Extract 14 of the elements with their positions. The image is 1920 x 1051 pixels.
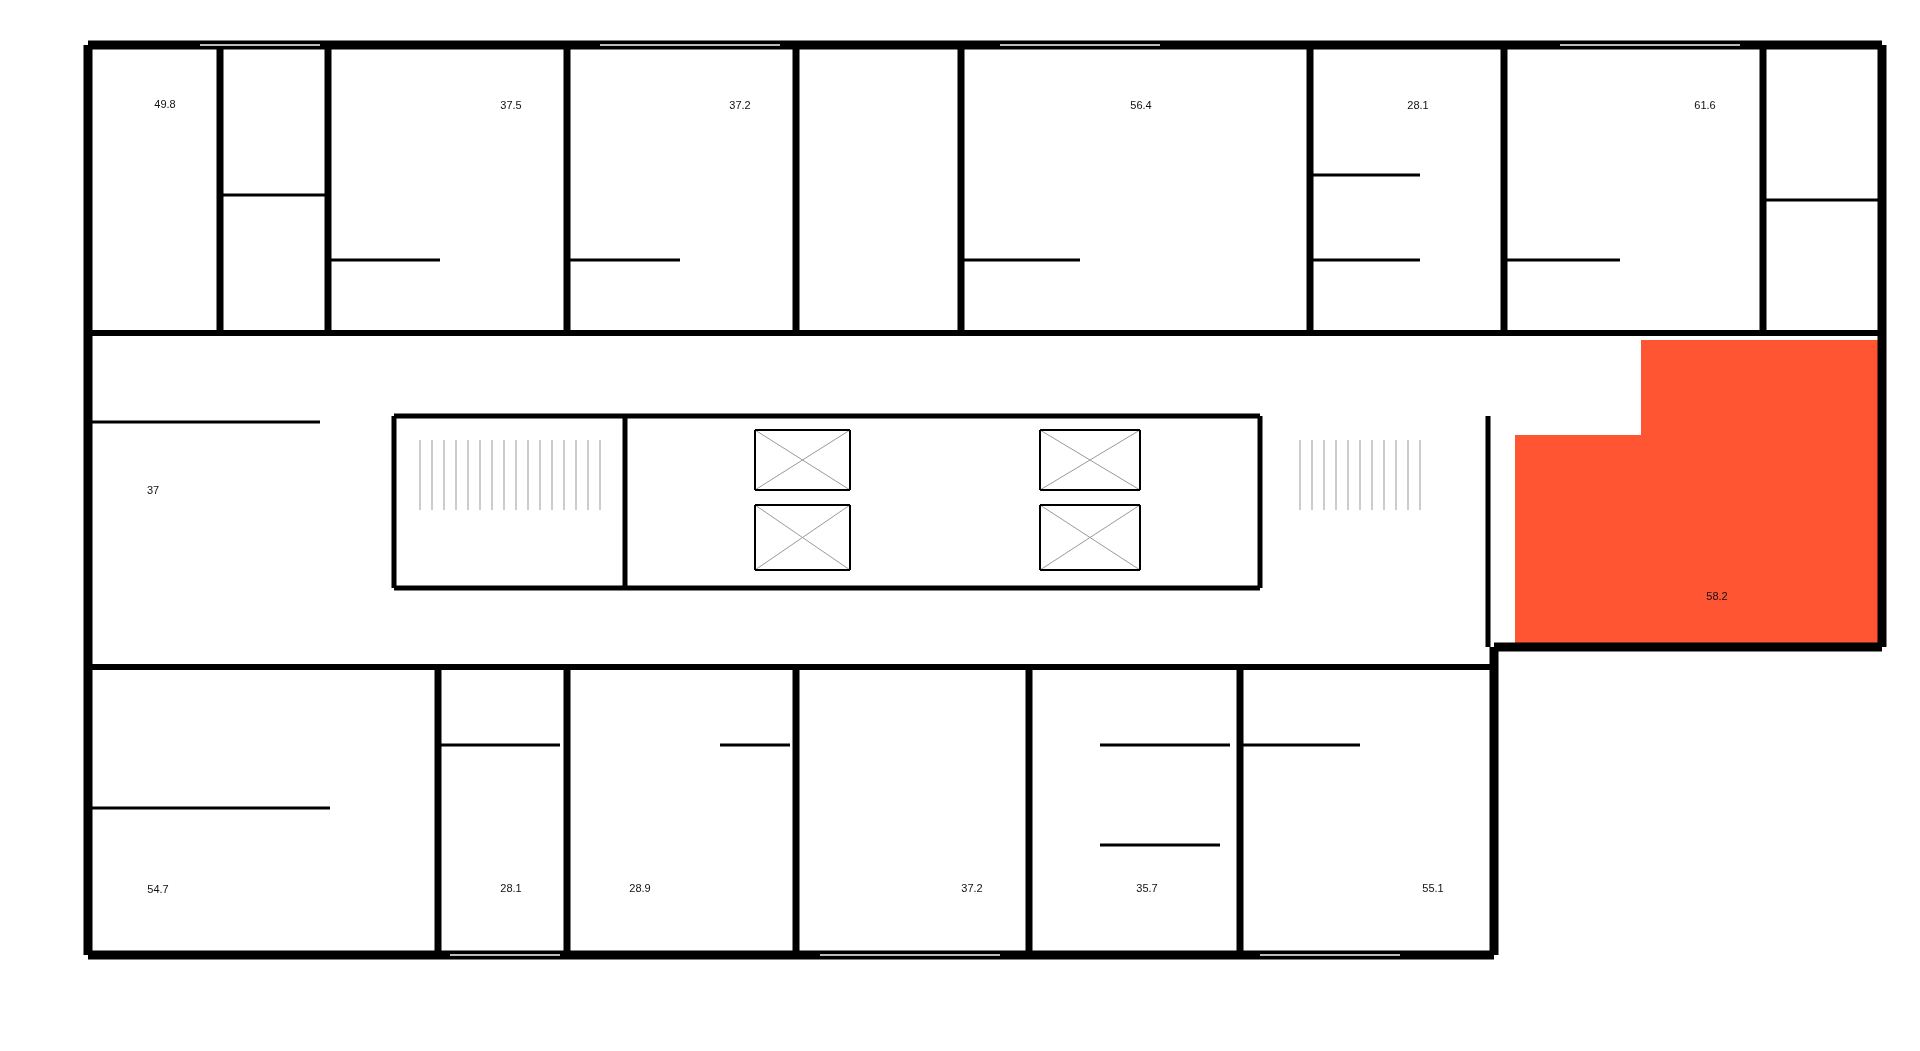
area-label: 28.1	[1407, 99, 1429, 111]
area-label: 37	[146, 484, 160, 496]
area-label: 58.2	[1706, 590, 1728, 602]
area-label: 28.1	[500, 882, 522, 894]
area-label: 37.2	[961, 882, 983, 894]
area-label: 37.2	[729, 99, 751, 111]
area-label: 35.7	[1136, 882, 1158, 894]
area-label: 28.9	[629, 882, 651, 894]
area-label: 54.7	[147, 883, 169, 895]
area-label: 56.4	[1130, 99, 1152, 111]
area-label: 55.1	[1422, 882, 1444, 894]
area-label: 61.6	[1694, 99, 1716, 111]
area-label: 49.8	[154, 98, 176, 110]
area-label: 37.5	[500, 99, 522, 111]
